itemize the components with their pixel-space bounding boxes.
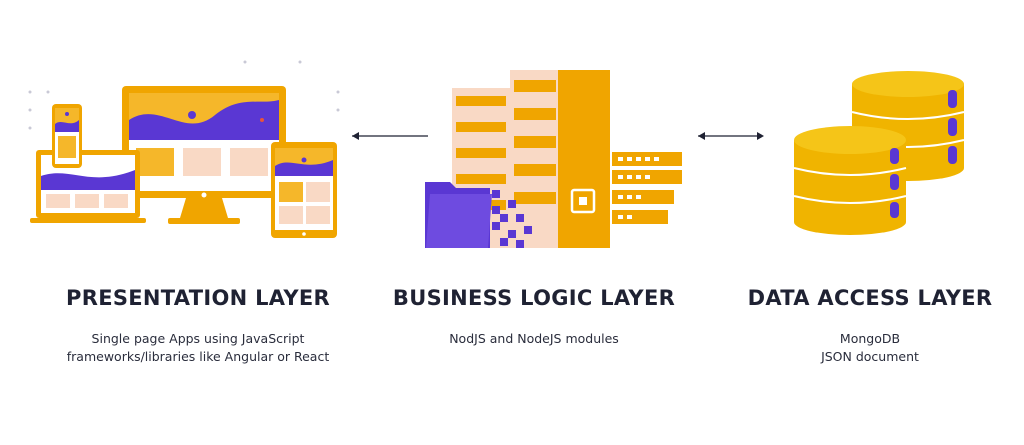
data-access-layer-title: DATA ACCESS LAYER [747, 286, 993, 310]
architecture-illustration [28, 60, 965, 248]
arrow-left-icon [352, 132, 428, 140]
presentation-layer-title: PRESENTATION LAYER [66, 286, 330, 310]
server-rack-icon [425, 70, 682, 248]
description-line: Single page Apps using JavaScript [91, 331, 305, 346]
description-line: MongoDB [839, 331, 901, 346]
description-line: frameworks/libraries like Angular or Rea… [66, 349, 330, 364]
description-line: JSON document [821, 349, 919, 364]
description-line: NodJS and NodeJS modules [449, 331, 619, 346]
presentation-layer-description: Single page Apps using JavaScript framew… [28, 330, 368, 366]
database-icon [793, 71, 965, 235]
business-logic-layer-description: NodJS and NodeJS modules [364, 330, 704, 348]
responsive-devices-icon [28, 60, 340, 238]
monitor-icon [122, 86, 286, 224]
phone-icon [52, 104, 82, 168]
double-arrow-icon [698, 132, 764, 140]
laptop-icon [30, 150, 146, 223]
folder-icon [425, 182, 492, 248]
data-access-layer-description: MongoDB JSON document [700, 330, 1024, 366]
tablet-icon [271, 142, 337, 238]
business-logic-layer-title: BUSINESS LOGIC LAYER [392, 286, 676, 310]
